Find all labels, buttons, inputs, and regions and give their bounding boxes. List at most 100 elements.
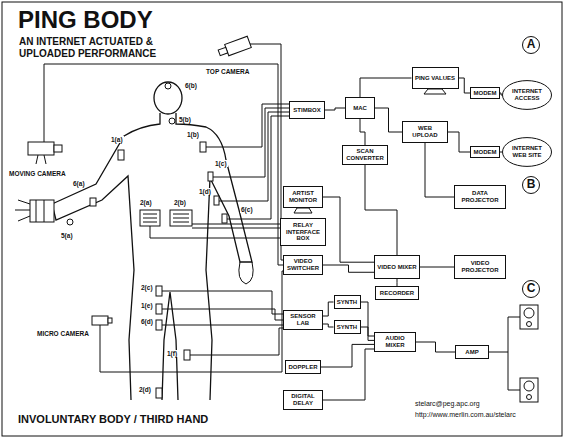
sensor <box>67 219 73 225</box>
signal-wire <box>459 78 471 93</box>
network-circle: INTERNET WEB SITE <box>502 137 552 167</box>
box-label: SYNTH <box>337 299 357 306</box>
signal-wire <box>361 327 375 340</box>
box-label: SCAN CONVERTER <box>345 148 385 161</box>
speaker-cone <box>527 395 532 400</box>
box-label: ARTIST MONITOR <box>286 190 320 203</box>
device-box: RECORDER <box>375 286 419 300</box>
box-label: PING VALUES <box>415 75 455 82</box>
box-label: MAC <box>353 105 367 112</box>
camera-lens <box>54 145 62 152</box>
device-box: SYNTH <box>334 320 361 334</box>
box-label: RELAY INTERFACE BOX <box>283 222 323 242</box>
electrode <box>156 286 162 296</box>
signal-wire <box>448 132 470 152</box>
device-box: AUDIO MIXER <box>374 332 416 352</box>
section-letter: A <box>522 36 540 54</box>
box-label: STIMBOX <box>293 107 320 114</box>
device-box: STIMBOX <box>289 101 325 119</box>
speaker <box>520 305 538 329</box>
callout-number: 5(b) <box>178 116 192 123</box>
camera-body <box>28 142 54 155</box>
box-label: WEB UPLOAD <box>405 125 445 138</box>
callout-number: 2(a) <box>139 199 153 206</box>
device-box: RELAY INTERFACE BOX <box>280 218 326 246</box>
signal-wire <box>365 165 397 255</box>
device-box: ARTIST MONITOR <box>283 186 323 208</box>
camera-body <box>225 36 252 55</box>
signal-wire <box>323 265 374 272</box>
box-label: AMP <box>465 349 478 356</box>
box-label: MODEM <box>474 149 497 156</box>
callout-number: 1(d) <box>198 188 212 195</box>
callout-number: 6(a) <box>72 180 86 187</box>
callout-number: TOP CAMERA <box>205 68 250 75</box>
camera-wires <box>44 44 294 372</box>
electrode <box>156 320 162 330</box>
section-letter: B <box>522 176 540 194</box>
signal-wire <box>416 342 455 352</box>
speaker-cone <box>524 308 534 318</box>
speaker-cone <box>527 322 532 327</box>
electrodes <box>67 83 227 398</box>
device-box: SENSOR LAB <box>283 310 323 330</box>
box-label: VIDEO MIXER <box>377 264 416 271</box>
callout-number: 2(d) <box>138 386 152 393</box>
relay-wires <box>150 224 294 238</box>
callout-number: 1(f) <box>166 350 178 357</box>
moving-camera <box>28 142 62 164</box>
electrode <box>156 304 162 314</box>
camera-body <box>92 316 108 325</box>
caption: INVOLUNTARY BODY / THIRD HAND <box>18 413 208 425</box>
signal-wire <box>323 302 334 316</box>
camera-lens <box>108 318 112 323</box>
speaker-wires <box>486 317 520 390</box>
device-box: SYNTH <box>334 295 361 309</box>
device-box: WEB UPLOAD <box>402 121 448 143</box>
speaker-cone <box>524 381 534 391</box>
callout-number: 5(a) <box>60 232 74 239</box>
hand <box>239 262 253 284</box>
electrode <box>90 198 96 206</box>
box-label: SYNTH <box>337 324 357 331</box>
box-detail <box>143 214 189 222</box>
device-box: DOPPLER <box>285 360 321 374</box>
box-label: INTERNET WEB SITE <box>509 145 545 158</box>
head <box>154 82 182 114</box>
signal-wire <box>360 119 365 145</box>
box-label: VIDEO PROJECTOR <box>457 260 503 273</box>
device-box: MAC <box>345 97 375 119</box>
section-letter: C <box>522 280 540 298</box>
signal-wire <box>360 78 412 97</box>
signal-wire <box>361 302 375 336</box>
sensor-wires <box>162 291 294 355</box>
callout-number: MOVING CAMERA <box>8 170 67 177</box>
box-label: DIGITAL DELAY <box>286 393 320 406</box>
device-box: MODEM <box>470 87 500 99</box>
signal-wire <box>321 344 374 367</box>
body-outline <box>52 113 252 400</box>
callout-number: 6(c) <box>240 206 254 213</box>
signal-wire <box>500 93 502 95</box>
micro-camera <box>92 316 112 325</box>
box-label: DATA PROJECTOR <box>457 190 503 203</box>
signal-wire <box>425 143 454 197</box>
box-label: MODEM <box>474 90 497 97</box>
signal-wire <box>397 279 398 286</box>
device-box: DATA PROJECTOR <box>454 185 506 209</box>
callout-number: 6(d) <box>140 318 154 325</box>
device-box: VIDEO PROJECTOR <box>454 255 506 279</box>
sensor <box>169 118 175 124</box>
device-box: DIGITAL DELAY <box>283 390 323 410</box>
callout-number: 6(b) <box>184 82 198 89</box>
device-box: PING VALUES <box>412 67 459 89</box>
subtitle: AN INTERNET ACTUATED & UPLOADED PERFORMA… <box>18 36 210 60</box>
callout-number: 2(b) <box>173 199 187 206</box>
network-circle: INTERNET ACCESS <box>502 80 552 110</box>
electrode <box>200 142 206 152</box>
callout-number: MICRO CAMERA <box>36 330 90 337</box>
box-label: DOPPLER <box>288 364 317 371</box>
contact-note: http://www.merlin.com.au/stelarc <box>414 411 517 419</box>
signal-wire <box>375 108 402 132</box>
